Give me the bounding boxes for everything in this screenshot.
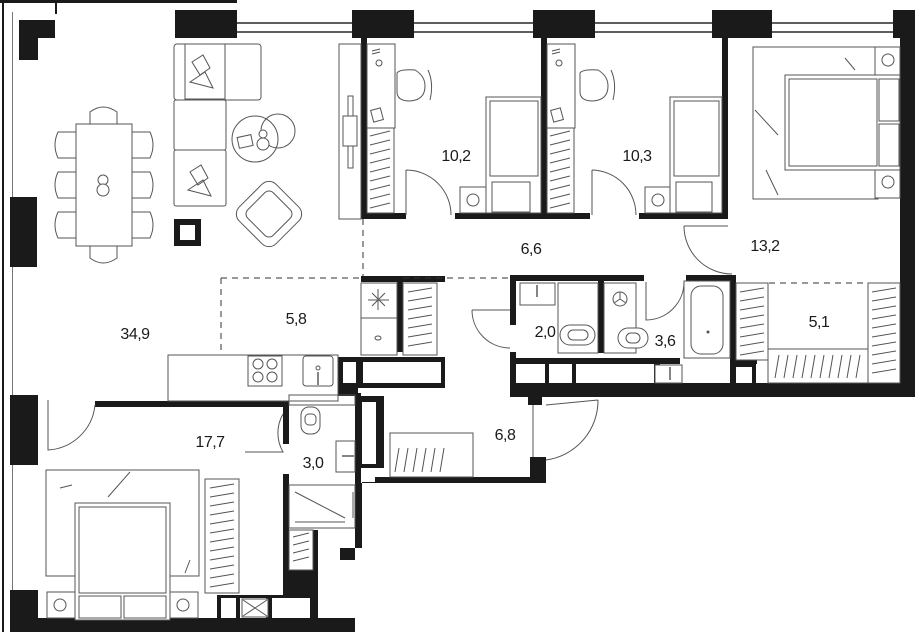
- doors: [47, 169, 733, 461]
- nightstand-lamp-icon: [874, 169, 901, 199]
- door-icon: [245, 413, 284, 453]
- shower-room-furniture: [288, 394, 356, 571]
- cooktop-icon: [247, 355, 283, 387]
- door-icon: [545, 399, 599, 461]
- door-icon: [471, 309, 511, 349]
- nightstand-lamp-icon: [169, 591, 199, 619]
- sink-icon: [654, 364, 683, 384]
- wc-furniture: [519, 282, 599, 354]
- tv-icon: [338, 43, 362, 220]
- chair-icon: [396, 69, 433, 102]
- dining-table-icon: [54, 106, 154, 264]
- sink-icon: [302, 355, 334, 387]
- room-area-kitchen: 5,8: [285, 311, 307, 328]
- kitchen-furniture: [167, 282, 438, 402]
- armchair-icon: [235, 180, 303, 248]
- nightstand-lamp-icon: [644, 186, 671, 214]
- room-area-hall: 6,6: [520, 241, 542, 258]
- double-bed-icon: [752, 46, 901, 200]
- door-icon: [591, 169, 637, 216]
- wardrobe-icon: [546, 127, 575, 214]
- room-area-bathroom: 3,6: [654, 333, 676, 350]
- guest-bedroom-furniture: [45, 469, 269, 621]
- room-area-wardrobe: 5,1: [808, 314, 830, 331]
- single-bed-icon: [669, 96, 723, 214]
- door-icon: [405, 169, 452, 216]
- sofa-icon: [173, 43, 262, 207]
- wardrobe-icon: [366, 127, 395, 214]
- bedroom-1-furniture: [366, 43, 542, 214]
- door-icon: [645, 281, 685, 321]
- room-area-guest-bedroom: 17,7: [195, 434, 225, 451]
- single-bed-icon: [485, 96, 542, 214]
- toilet-icon: [300, 406, 321, 435]
- entrance-furniture: [389, 405, 534, 478]
- room-area-master-bedroom: 13,2: [750, 238, 780, 255]
- bedroom-2-furniture: [546, 43, 723, 214]
- room-area-entrance: 6,8: [494, 427, 516, 444]
- wardrobe-icon: [735, 282, 901, 384]
- nightstand-lamp-icon: [874, 46, 901, 76]
- room-area-bedroom-1: 10,2: [441, 148, 471, 165]
- nightstand-lamp-icon: [46, 591, 76, 619]
- door-icon: [47, 400, 96, 451]
- room-area-wc: 2,0: [534, 324, 556, 341]
- room-area-living: 34,9: [120, 326, 150, 343]
- coffee-table-icon: [231, 113, 296, 163]
- wardrobe-icon: [389, 432, 474, 478]
- bathroom-furniture: [603, 280, 731, 384]
- chair-icon: [579, 69, 616, 102]
- door-icon: [683, 225, 733, 275]
- room-area-shower-room: 3,0: [302, 455, 324, 472]
- toilet-icon: [559, 324, 596, 346]
- toilet-icon: [617, 327, 649, 349]
- room-area-bedroom-2: 10,3: [622, 148, 652, 165]
- nightstand-lamp-icon: [459, 186, 487, 214]
